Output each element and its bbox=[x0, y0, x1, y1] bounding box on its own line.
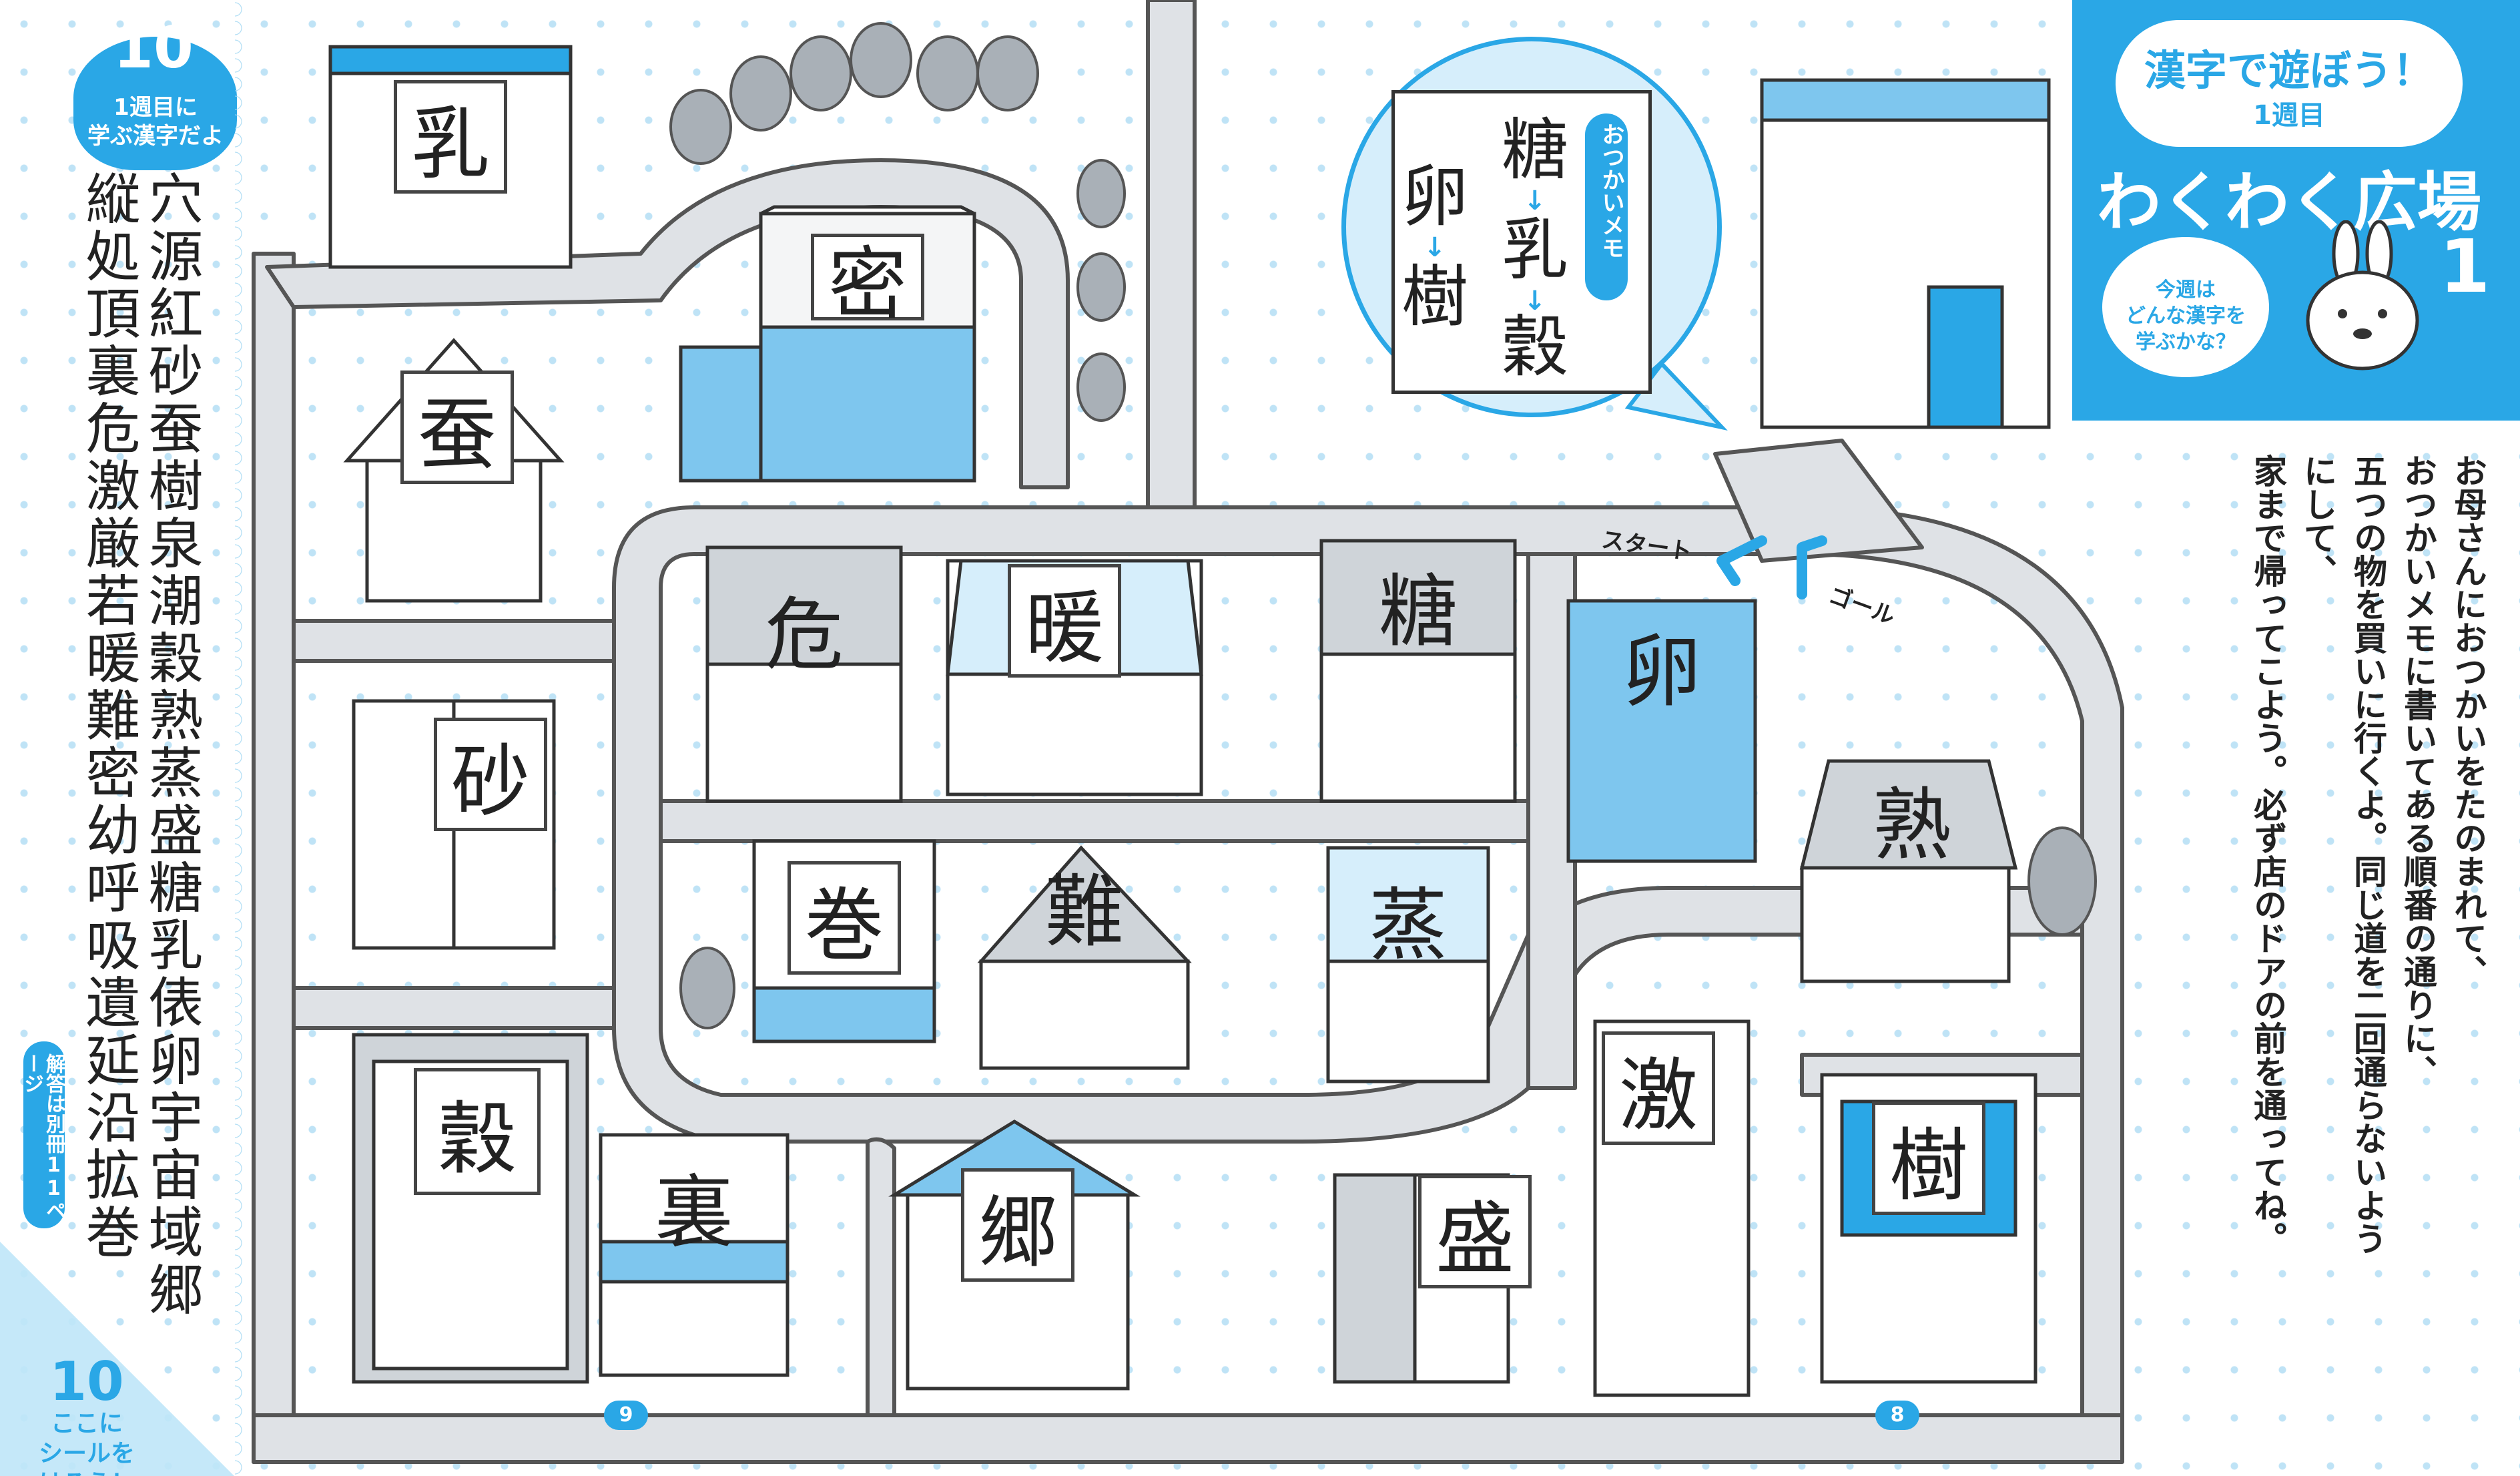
house-label[interactable]: 穀 bbox=[414, 1068, 541, 1195]
house-label[interactable]: 危 bbox=[764, 588, 844, 681]
house-label[interactable]: 糖 bbox=[1378, 565, 1458, 658]
road-middle-vertical bbox=[1526, 552, 1577, 1090]
instructions: お母さんにおつかいをたのまれて、 おつかいメモに書いてある順番の通りに、 五つの… bbox=[2248, 454, 2487, 1255]
page-number-left: 9 bbox=[604, 1401, 648, 1430]
house-label[interactable]: 激 bbox=[1602, 1031, 1715, 1145]
memo-arrow-icon: ↓ bbox=[1524, 286, 1546, 316]
house-卵 bbox=[1566, 599, 1757, 863]
house-label[interactable]: 郷 bbox=[961, 1168, 1074, 1282]
memo-item: 樹 bbox=[1401, 258, 1468, 336]
kanji-column-1: 穴源紅砂蚕樹泉潮穀熟蒸盛糖乳俵卵宇宙域郷 bbox=[139, 170, 202, 1318]
road-left-middle bbox=[292, 986, 616, 1030]
memo-tag: おつかいメモ bbox=[1585, 113, 1628, 300]
home bbox=[1760, 91, 2051, 429]
kanji-column-2: 縦処頂裏危激厳若暖難密幼呼吸遺延沿拡巻 bbox=[76, 170, 139, 1261]
start-arrow bbox=[1716, 535, 1767, 586]
title-week: 1週目 bbox=[2253, 100, 2325, 131]
house-label[interactable]: 巻 bbox=[788, 861, 901, 975]
title-bubble: 今週は どんな漢字を 学ぶかな？ bbox=[2102, 237, 2269, 377]
week-badge bbox=[73, 37, 237, 170]
answer-note: 解答は別冊11ページ bbox=[20, 1041, 65, 1228]
week-badge-label: 1週目に 学ぶ漢字だよ bbox=[87, 94, 224, 150]
house-label[interactable]: 難 bbox=[1044, 865, 1124, 958]
road-lower-vertical bbox=[866, 1137, 896, 1417]
page-number-right: 8 bbox=[1875, 1401, 1919, 1430]
house-label[interactable]: 裏 bbox=[654, 1166, 733, 1258]
house-label[interactable]: 蚕 bbox=[400, 371, 514, 484]
memo-item: 穀 bbox=[1502, 308, 1568, 386]
title-cloud bbox=[2116, 20, 2463, 147]
memo-arrow-icon: ↓ bbox=[1424, 232, 1446, 263]
page-title: わくわく広場 bbox=[2097, 165, 2481, 240]
goal-arrow bbox=[1797, 535, 1827, 599]
memo-item: 乳 bbox=[1502, 211, 1568, 289]
title-cloud-text: 漢字で遊ぼう！ bbox=[2144, 46, 2434, 95]
house-label[interactable]: 密 bbox=[811, 234, 924, 330]
house-label[interactable]: 卵 bbox=[1622, 625, 1701, 718]
memo-item: 糖 bbox=[1502, 111, 1568, 189]
house-label[interactable]: 乳 bbox=[394, 80, 507, 194]
road-bottom bbox=[252, 1413, 2124, 1464]
title-number: 1 bbox=[2439, 224, 2491, 309]
road-left bbox=[252, 252, 296, 1464]
house-label[interactable]: 盛 bbox=[1418, 1175, 1532, 1288]
memo-item: 卵 bbox=[1401, 158, 1468, 236]
memo-arrow-icon: ↓ bbox=[1524, 186, 1546, 216]
weekly-kanji-list: 穴源紅砂蚕樹泉潮穀熟蒸盛糖乳俵卵宇宙域郷 縦処頂裏危激厳若暖難密幼呼吸遺延沿拡巻 bbox=[76, 170, 202, 1318]
page-edge-scallop bbox=[235, 0, 250, 1476]
road-top-vertical bbox=[1146, 0, 1197, 509]
house-label[interactable]: 熟 bbox=[1872, 778, 1951, 871]
house-label[interactable]: 暖 bbox=[1008, 564, 1121, 678]
road-middle-horizontal bbox=[659, 799, 1530, 843]
sticker-spot[interactable]: 10 ここに シールを はろう！ bbox=[38, 1350, 135, 1476]
road-house-path bbox=[1713, 439, 1924, 563]
bunny-icon bbox=[2306, 220, 2419, 371]
house-label[interactable]: 樹 bbox=[1872, 1101, 1985, 1215]
house-label[interactable]: 蒸 bbox=[1368, 879, 1448, 971]
week-badge-number: 10 bbox=[113, 15, 194, 81]
house-label[interactable]: 砂 bbox=[434, 718, 547, 831]
road-upper-left-horizontal bbox=[292, 619, 616, 663]
